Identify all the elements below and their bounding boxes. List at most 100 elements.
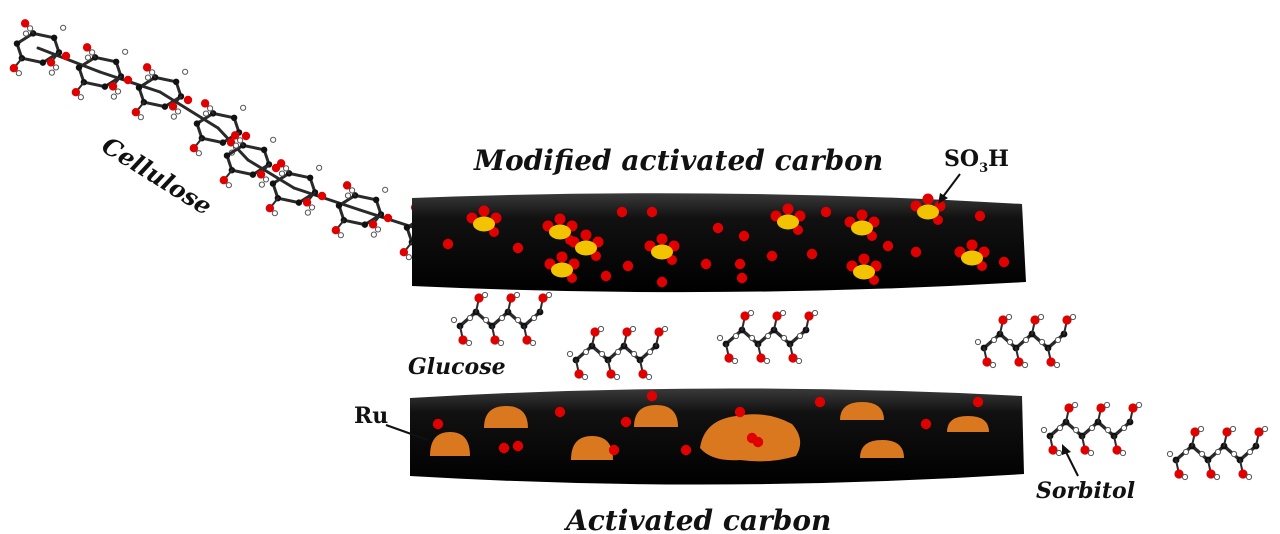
oxygen-atom [168, 102, 178, 111]
carbon-atom [101, 83, 109, 90]
hydrogen-atom [60, 24, 67, 31]
oxygen-atom [512, 242, 524, 254]
hydrogen-atom [1021, 361, 1029, 369]
oxygen-atom [556, 251, 568, 263]
oxygen-atom [804, 311, 814, 321]
hydrogen-atom [581, 373, 589, 381]
oxygen-atom [474, 293, 484, 303]
hydrogen-atom [1022, 336, 1030, 344]
hydrogen-atom [1072, 426, 1080, 434]
oxygen-atom [1046, 357, 1056, 367]
carbon-atom [112, 58, 120, 66]
oxygen-atom [1112, 445, 1122, 455]
hydrogen-atom [732, 332, 740, 340]
hydrogen-atom [1071, 401, 1079, 409]
oxygen-atom [108, 82, 118, 91]
sulfur-atom [575, 240, 597, 256]
hydrogen-atom [240, 104, 247, 111]
carbon-atom [230, 114, 238, 122]
oxygen-atom [1096, 403, 1106, 413]
oxygen-atom [654, 327, 664, 337]
oxygen-atom [680, 444, 692, 456]
hydrogen-atom [144, 74, 152, 81]
oxygen-atom [736, 272, 748, 284]
hydrogen-atom [1166, 450, 1174, 458]
oxygen-atom [977, 261, 987, 271]
sulfur-atom [917, 204, 939, 220]
hydrogen-atom [482, 316, 490, 324]
hydrogen-atom [1069, 313, 1077, 321]
ru-particles [430, 402, 989, 462]
ru-particle [484, 406, 528, 428]
oxygen-atom [820, 206, 832, 218]
oxygen-atom [738, 230, 750, 242]
oxygen-atom [580, 229, 592, 241]
hydrogen-atom [630, 350, 638, 358]
cellulose-molecule [9, 19, 461, 261]
hydrogen-atom [661, 325, 669, 333]
activated-carbon-label: Activated carbon [563, 504, 831, 534]
oxygen-atom [982, 357, 992, 367]
oxygen-atom [1206, 469, 1216, 479]
oxygen-atom [442, 238, 454, 250]
oxygen-atom [189, 143, 199, 153]
oxygen-atom [1190, 427, 1200, 437]
hydrogen-atom [1181, 473, 1189, 481]
oxygen-atom [656, 276, 668, 288]
hydrogen-atom [613, 373, 621, 381]
oxygen-atom [1048, 445, 1058, 455]
hydrogen-atom [1056, 424, 1064, 432]
hydrogen-atom [122, 48, 129, 55]
oxygen-atom [1062, 315, 1072, 325]
hydrogen-atom [1261, 425, 1269, 433]
oxygen-atom [620, 416, 632, 428]
oxygen-atom [806, 248, 818, 260]
oxygen-atom [538, 293, 548, 303]
hydrogen-atom [780, 334, 788, 342]
hydrogen-atom [225, 182, 232, 189]
sulfur-atom [551, 262, 573, 278]
ru-particle [430, 432, 470, 456]
oxygen-atom [1128, 403, 1138, 413]
oxygen-atom [1174, 469, 1184, 479]
oxygen-atom [782, 203, 794, 215]
carbon-atom [260, 146, 268, 154]
oxygen-atom [856, 209, 868, 221]
oxygen-atom [82, 43, 92, 52]
hydrogen-atom [370, 231, 377, 238]
oxygen-atom [646, 206, 658, 218]
oxygen-atom [772, 311, 782, 321]
oxygen-atom [966, 239, 978, 251]
hydrogen-atom [716, 334, 724, 342]
hydrogen-atom [1103, 401, 1111, 409]
hydrogen-atom [137, 114, 144, 121]
hydrogen-atom [170, 113, 177, 120]
activated-carbon-slab [410, 388, 1024, 485]
hydrogen-atom [174, 108, 182, 115]
hydrogen-atom [629, 325, 637, 333]
carbon-atom [13, 40, 21, 47]
sulfur-atom [549, 224, 571, 240]
carbon-atom [50, 34, 58, 42]
carbon-atom [161, 103, 169, 110]
sulfur-atom [961, 250, 983, 266]
so3h-sites [466, 193, 990, 285]
oxygen-atom [276, 159, 286, 168]
hydrogen-atom [316, 164, 323, 171]
hydrogen-atom [1198, 450, 1206, 458]
hydrogen-atom [271, 210, 278, 217]
oxygen-atom [756, 353, 766, 363]
hydrogen-atom [1006, 338, 1014, 346]
glucose-molecule [450, 291, 553, 347]
hydrogen-atom [22, 30, 30, 37]
carbon-atom [372, 196, 380, 204]
carbon-atom [193, 120, 201, 127]
hydrogen-atom [1230, 450, 1238, 458]
hydrogen-atom [48, 69, 55, 76]
glucose-molecules [450, 291, 819, 381]
oxygen-atom [724, 353, 734, 363]
sorbitol-pointer-arrow [1062, 444, 1079, 477]
oxygen-atom [858, 253, 870, 265]
hydrogen-atom [110, 93, 117, 100]
oxygen-atom [478, 205, 490, 217]
